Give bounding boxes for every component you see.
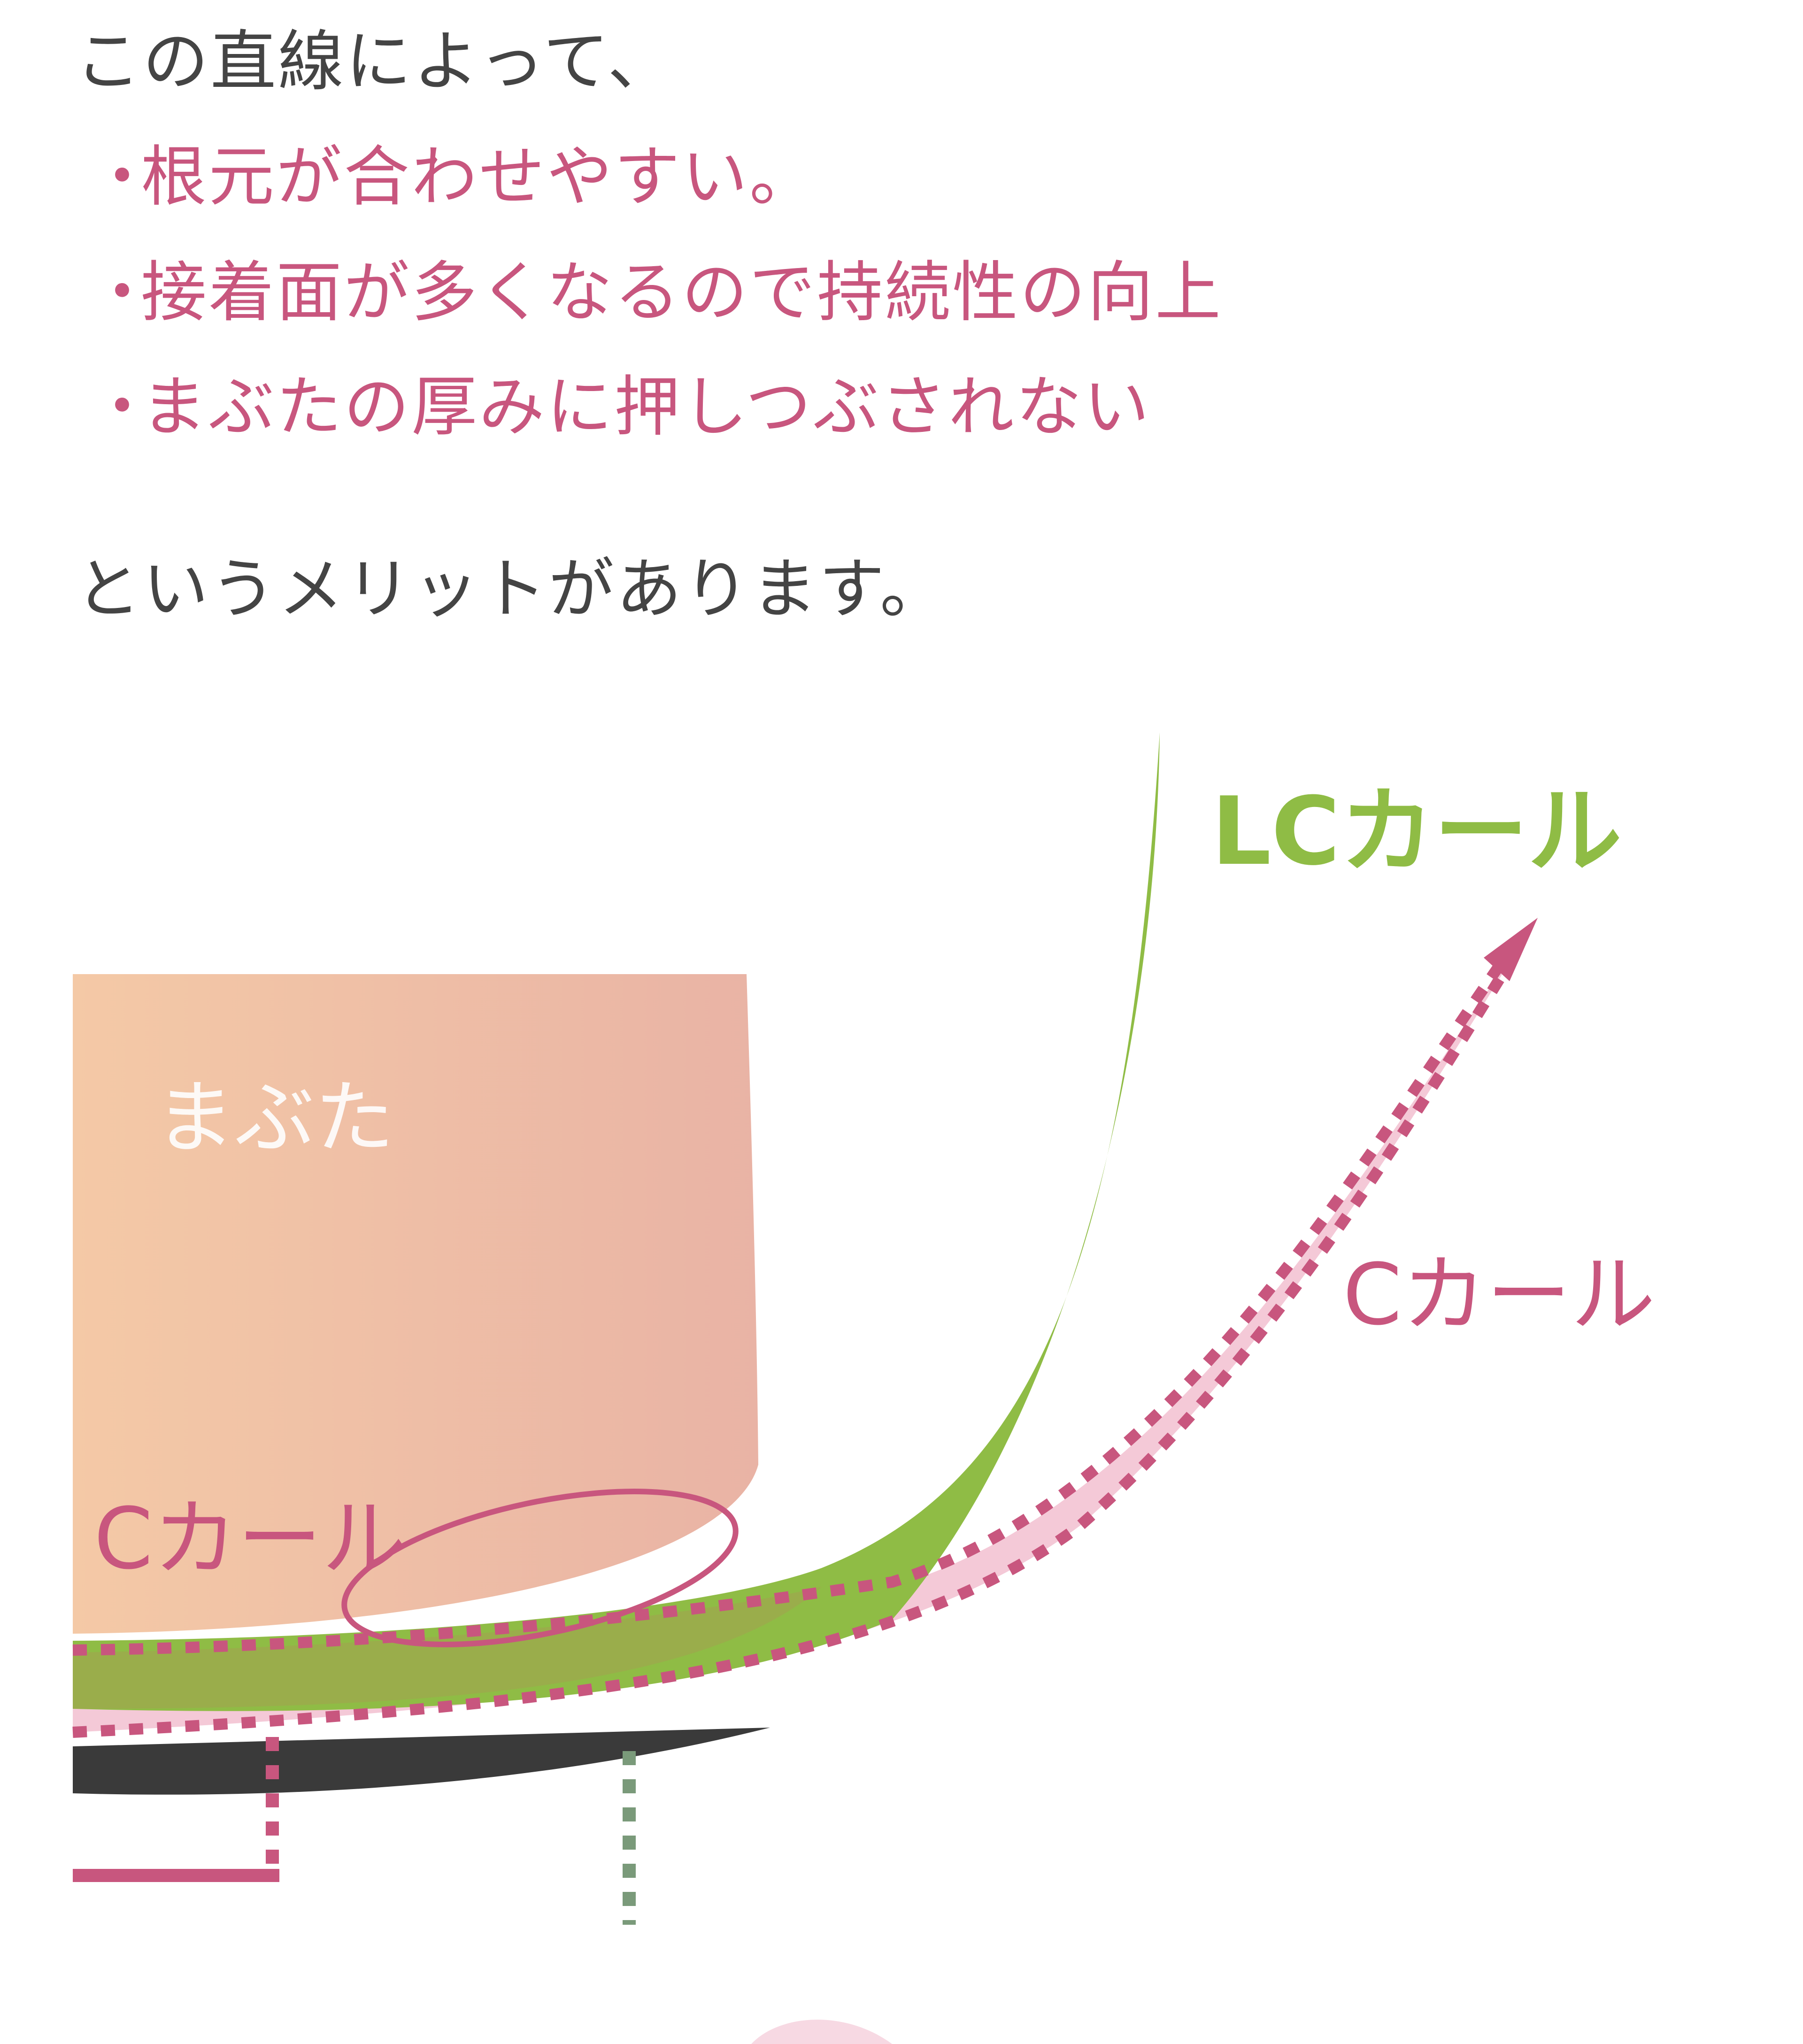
c-curl-label-left: Cカール xyxy=(94,1490,407,1588)
c-curl-label-right: Cカール xyxy=(1343,1246,1656,1344)
bullet-item: ・根元が合わせやすい。 xyxy=(89,145,817,210)
outro-text: というメリットがあります。 xyxy=(75,551,948,628)
c-curl-outline-lower xyxy=(72,940,1526,1738)
natural-lash xyxy=(73,1728,770,1795)
c-curl-tip-arrow xyxy=(1484,918,1538,981)
overlap-tint xyxy=(73,1587,822,1709)
bullet-text: 根元が合わせやすい。 xyxy=(141,139,817,215)
root-highlight-ellipse xyxy=(341,1489,739,1647)
eyelid-shape xyxy=(73,974,758,1634)
bullet-text: まぶたの厚みに押しつぶされない xyxy=(141,369,1151,446)
bullet-text: 接着面が多くなるので持続性の向上 xyxy=(141,254,1223,331)
eyelid-label: まぶた xyxy=(155,1072,394,1165)
bullet-item: ・接着面が多くなるので持続性の向上 xyxy=(89,260,1223,326)
lc-curl-label: LCカール xyxy=(1211,777,1622,886)
intro-text: この直線によって、 xyxy=(75,23,675,100)
bullet-item: ・まぶたの厚みに押しつぶされない xyxy=(89,375,1151,440)
decorative-shape-partial xyxy=(751,2020,892,2044)
